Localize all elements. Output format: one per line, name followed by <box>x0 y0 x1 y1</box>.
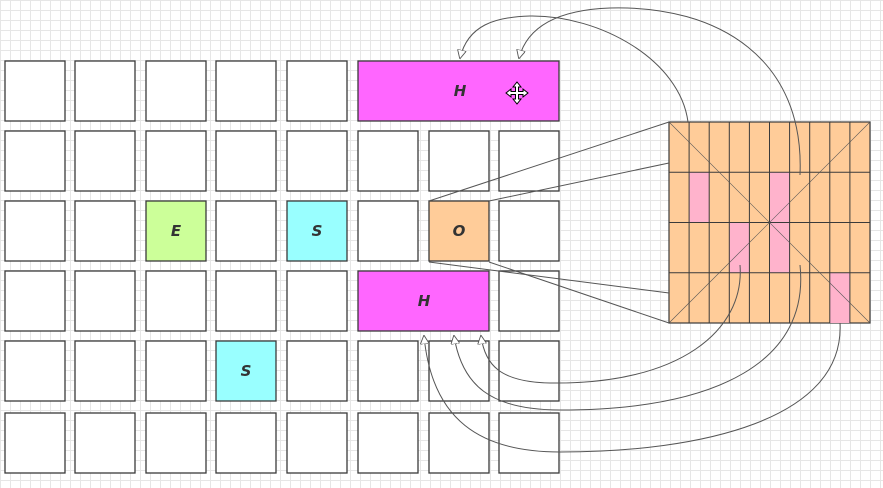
projection-line <box>668 121 871 324</box>
memory-block <box>145 200 207 262</box>
empty-cell <box>215 200 277 262</box>
empty-cell <box>215 412 277 474</box>
empty-cell <box>4 340 66 402</box>
empty-cell <box>428 130 490 192</box>
empty-cell <box>74 270 136 332</box>
empty-cell <box>74 60 136 122</box>
empty-cell <box>4 412 66 474</box>
pointer-arrow <box>519 7 801 176</box>
empty-cell <box>215 130 277 192</box>
projection-line <box>488 162 670 202</box>
empty-cell <box>357 200 419 262</box>
block-labels: H H E S O S <box>171 82 467 380</box>
memory-grid <box>4 60 560 474</box>
buffer-slot-marked <box>769 172 790 223</box>
buffer-slot-marked <box>829 272 850 323</box>
s-label: S <box>241 362 252 380</box>
empty-cell <box>145 340 207 402</box>
s-label: S <box>312 222 323 240</box>
empty-cell <box>145 412 207 474</box>
empty-cell <box>498 270 560 332</box>
pointer-connectors <box>424 7 871 453</box>
projection-line <box>488 261 670 324</box>
empty-cell <box>286 60 348 122</box>
empty-cell <box>74 200 136 262</box>
empty-cell <box>357 412 419 474</box>
empty-cell <box>286 340 348 402</box>
pointer-arrow <box>424 322 841 453</box>
empty-cell <box>4 270 66 332</box>
buffer-slot-marked <box>769 222 790 273</box>
empty-cell <box>4 60 66 122</box>
memory-block <box>215 340 277 402</box>
empty-cell <box>428 412 490 474</box>
move-cursor-icon[interactable] <box>505 81 529 105</box>
empty-cell <box>215 270 277 332</box>
empty-cell <box>74 412 136 474</box>
h-mid-label: H <box>418 292 431 310</box>
empty-cell <box>145 130 207 192</box>
pointer-arrow <box>460 15 689 123</box>
projection-line <box>428 261 670 294</box>
empty-cell <box>286 270 348 332</box>
empty-cell <box>4 200 66 262</box>
empty-cell <box>498 200 560 262</box>
memory-block <box>428 200 490 262</box>
empty-cell <box>428 340 490 402</box>
empty-cell <box>74 340 136 402</box>
empty-cell <box>286 412 348 474</box>
pointer-arrow <box>481 264 741 384</box>
empty-cell <box>498 340 560 402</box>
h-top-label: H <box>454 82 467 100</box>
empty-cell <box>74 130 136 192</box>
empty-cell <box>286 130 348 192</box>
empty-cell <box>4 130 66 192</box>
empty-cell <box>357 340 419 402</box>
empty-cell <box>145 60 207 122</box>
empty-cell <box>357 130 419 192</box>
h-block-middle <box>357 270 490 332</box>
empty-cell <box>498 412 560 474</box>
empty-cell <box>145 270 207 332</box>
buffer-slot-marked <box>729 222 750 273</box>
projection-line <box>428 121 670 202</box>
empty-cell <box>215 60 277 122</box>
memory-block <box>286 200 348 262</box>
buffer-slot-marked <box>689 172 710 223</box>
pointer-arrow <box>454 264 802 411</box>
e-label: E <box>171 222 182 240</box>
o-label: O <box>453 222 466 240</box>
